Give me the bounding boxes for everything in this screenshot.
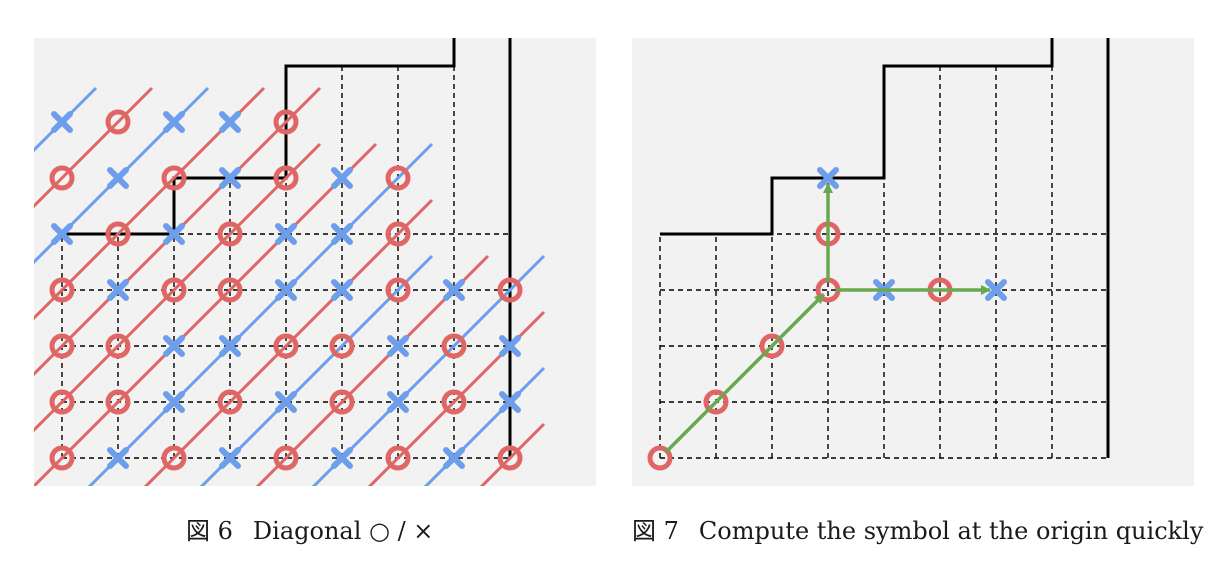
circle-mark [273, 109, 299, 135]
diagonal-figure-panel [34, 38, 596, 486]
circle-mark [161, 445, 187, 471]
diagonal-line [423, 366, 546, 486]
diagonal-line [34, 86, 154, 209]
circle-mark [105, 389, 131, 415]
circle-mark [441, 333, 467, 359]
cross-mark [163, 391, 185, 413]
origin-figure-panel [632, 38, 1194, 486]
diagonal-figure [34, 38, 546, 486]
cross-mark [499, 391, 521, 413]
cross-mark [219, 447, 241, 469]
circle-mark [49, 389, 75, 415]
cross-mark [275, 279, 297, 301]
circle-mark [105, 109, 131, 135]
cross-mark [219, 335, 241, 357]
diagonal-line [34, 142, 378, 486]
circle-mark [273, 333, 299, 359]
circle-mark [385, 165, 411, 191]
circle-mark [497, 445, 523, 471]
cross-mark [443, 447, 465, 469]
cross-mark [275, 391, 297, 413]
cross-mark [275, 223, 297, 245]
cross-mark [387, 391, 409, 413]
circle-mark [497, 277, 523, 303]
cross-mark [331, 279, 353, 301]
circle-mark [273, 165, 299, 191]
cross-mark [817, 167, 839, 189]
circle-mark [217, 277, 243, 303]
figure-6-title: Diagonal ○ / × [252, 517, 434, 545]
circle-mark [105, 333, 131, 359]
circle-mark [49, 333, 75, 359]
cross-mark [107, 167, 129, 189]
cross-mark [499, 335, 521, 357]
cross-mark [331, 223, 353, 245]
figure-7-title: Compute the symbol at the origin quickly [698, 517, 1204, 545]
circle-mark [385, 221, 411, 247]
diagonal-line [479, 422, 546, 486]
origin-figure [647, 38, 1110, 471]
cross-mark [331, 167, 353, 189]
circle-mark [49, 445, 75, 471]
staircase-boundary [660, 38, 1110, 458]
circle-mark [217, 221, 243, 247]
circle-mark [217, 389, 243, 415]
circle-mark [49, 277, 75, 303]
cross-mark [331, 447, 353, 469]
cross-mark [163, 335, 185, 357]
diagonal-line [34, 142, 322, 433]
diagonal-line [87, 142, 434, 486]
circle-mark [161, 277, 187, 303]
cross-mark [387, 335, 409, 357]
circle-mark [385, 445, 411, 471]
cross-mark [219, 111, 241, 133]
circle-mark [49, 165, 75, 191]
cross-mark [107, 279, 129, 301]
cross-mark [163, 111, 185, 133]
figure-7-caption: 図 7 Compute the symbol at the origin quic… [632, 514, 1203, 548]
figure-6-caption: 図 6 Diagonal ○ / × [186, 514, 433, 548]
circle-mark [161, 165, 187, 191]
figure-7-number: 図 7 [632, 517, 679, 545]
circle-mark [105, 221, 131, 247]
green-arrow [664, 293, 825, 454]
circle-mark [759, 333, 785, 359]
circle-mark [329, 333, 355, 359]
figure-6-number: 図 6 [186, 517, 233, 545]
circle-mark [273, 445, 299, 471]
cross-mark [107, 447, 129, 469]
circle-mark [647, 445, 673, 471]
cross-mark [443, 279, 465, 301]
cross-mark [51, 111, 73, 133]
circle-mark [385, 277, 411, 303]
cross-mark [219, 167, 241, 189]
circle-mark [703, 389, 729, 415]
circle-mark [441, 389, 467, 415]
circle-mark [329, 389, 355, 415]
cross-mark [985, 279, 1007, 301]
diagonal-line [143, 198, 434, 486]
cross-mark [51, 223, 73, 245]
cross-mark [163, 223, 185, 245]
